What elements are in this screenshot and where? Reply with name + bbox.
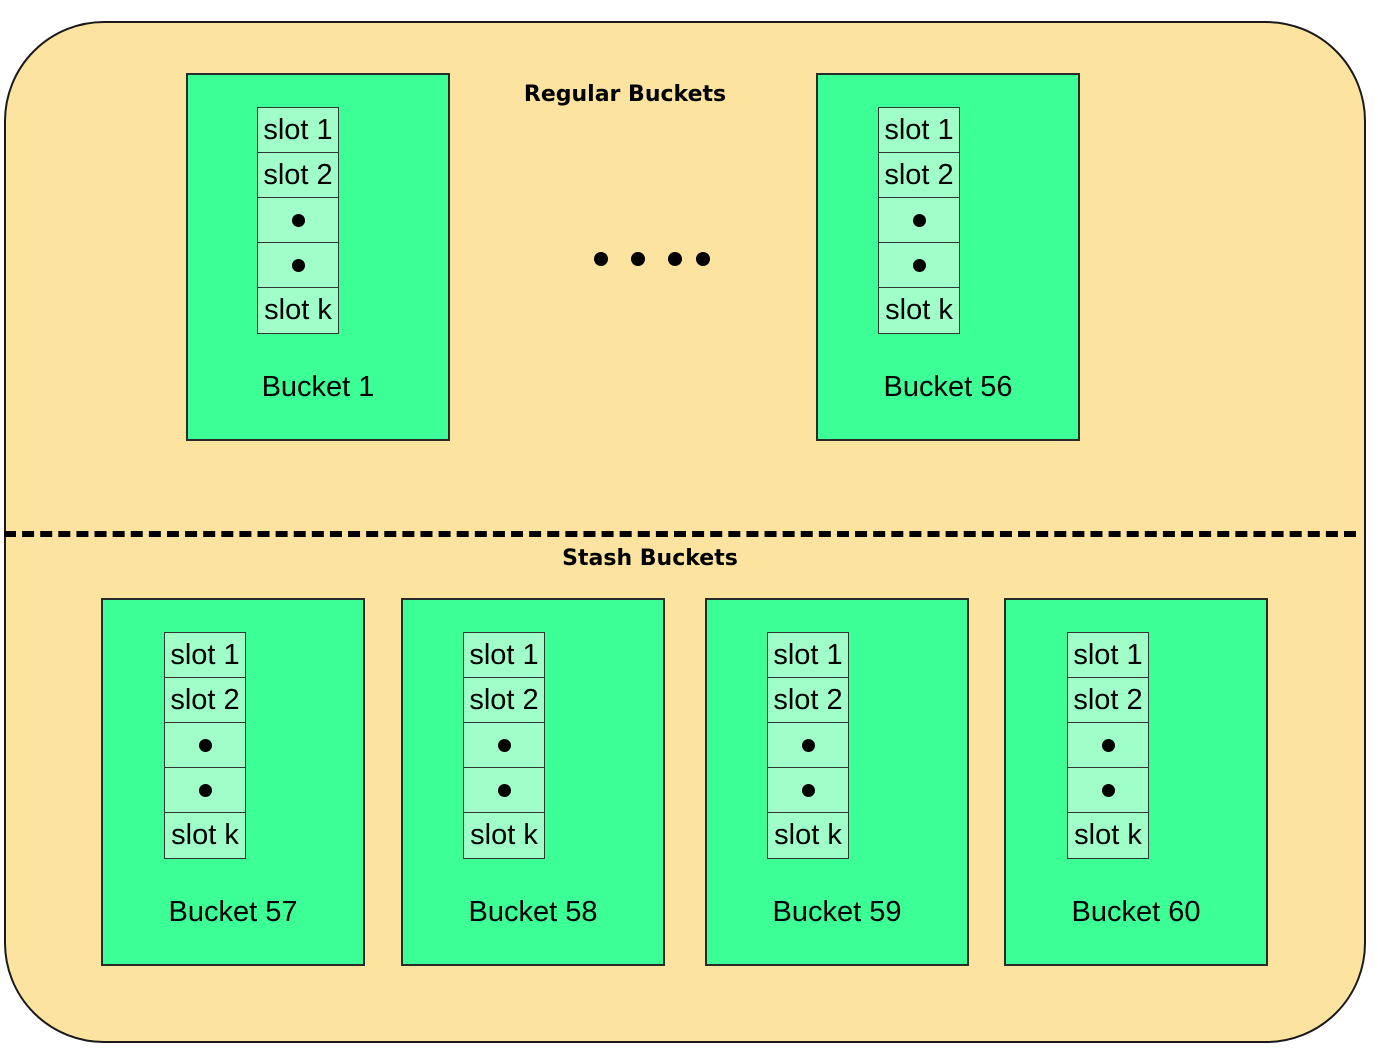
dot-icon <box>291 258 305 272</box>
bucket-58: slot 1 slot 2 slot k Bucket 58 <box>401 598 665 966</box>
dot-icon <box>912 258 926 272</box>
bucket-59: slot 1 slot 2 slot k Bucket 59 <box>705 598 969 966</box>
slot-column: slot 1 slot 2 slot k <box>1067 632 1149 859</box>
slot-2: slot 2 <box>879 153 959 198</box>
ellipsis-dot-icon <box>696 252 710 266</box>
slot-k: slot k <box>1068 813 1148 858</box>
slot-1: slot 1 <box>258 108 338 153</box>
bucket-label: Bucket 59 <box>772 896 902 928</box>
slot-1: slot 1 <box>879 108 959 153</box>
bucket-label: Bucket 1 <box>261 371 375 403</box>
slot-k: slot k <box>768 813 848 858</box>
slot-ellipsis <box>258 243 338 288</box>
section-divider <box>4 531 1356 537</box>
bucket-label: Bucket 58 <box>468 896 598 928</box>
slot-k: slot k <box>258 288 338 333</box>
dot-icon <box>1101 738 1115 752</box>
slot-2: slot 2 <box>464 678 544 723</box>
dot-icon <box>198 783 212 797</box>
slot-1: slot 1 <box>1068 633 1148 678</box>
slot-2: slot 2 <box>1068 678 1148 723</box>
dot-icon <box>198 738 212 752</box>
dot-icon <box>1101 783 1115 797</box>
slot-ellipsis <box>879 198 959 243</box>
slot-column: slot 1 slot 2 slot k <box>463 632 545 859</box>
slot-1: slot 1 <box>464 633 544 678</box>
slot-ellipsis <box>165 768 245 813</box>
dot-icon <box>497 783 511 797</box>
slot-2: slot 2 <box>258 153 338 198</box>
dot-icon <box>801 738 815 752</box>
regular-buckets-title: Regular Buckets <box>523 82 727 107</box>
slot-k: slot k <box>165 813 245 858</box>
slot-column: slot 1 slot 2 slot k <box>878 107 960 334</box>
slot-ellipsis <box>768 723 848 768</box>
bucket-56: slot 1 slot 2 slot k Bucket 56 <box>816 73 1080 441</box>
ellipsis-dot-icon <box>631 252 645 266</box>
slot-1: slot 1 <box>165 633 245 678</box>
slot-ellipsis <box>879 243 959 288</box>
slot-k: slot k <box>879 288 959 333</box>
ellipsis-dot-icon <box>668 252 682 266</box>
stash-buckets-title: Stash Buckets <box>562 546 738 571</box>
slot-k: slot k <box>464 813 544 858</box>
dot-icon <box>801 783 815 797</box>
dot-icon <box>912 213 926 227</box>
slot-ellipsis <box>165 723 245 768</box>
bucket-57: slot 1 slot 2 slot k Bucket 57 <box>101 598 365 966</box>
bucket-60: slot 1 slot 2 slot k Bucket 60 <box>1004 598 1268 966</box>
slot-2: slot 2 <box>165 678 245 723</box>
ellipsis-dot-icon <box>594 252 608 266</box>
slot-ellipsis <box>768 768 848 813</box>
dot-icon <box>497 738 511 752</box>
slot-column: slot 1 slot 2 slot k <box>257 107 339 334</box>
slot-ellipsis <box>258 198 338 243</box>
bucket-label: Bucket 57 <box>168 896 298 928</box>
bucket-label: Bucket 60 <box>1071 896 1201 928</box>
slot-2: slot 2 <box>768 678 848 723</box>
slot-ellipsis <box>464 768 544 813</box>
slot-ellipsis <box>464 723 544 768</box>
bucket-1: slot 1 slot 2 slot k Bucket 1 <box>186 73 450 441</box>
slot-1: slot 1 <box>768 633 848 678</box>
slot-ellipsis <box>1068 768 1148 813</box>
bucket-label: Bucket 56 <box>883 371 1013 403</box>
slot-column: slot 1 slot 2 slot k <box>767 632 849 859</box>
slot-column: slot 1 slot 2 slot k <box>164 632 246 859</box>
dot-icon <box>291 213 305 227</box>
slot-ellipsis <box>1068 723 1148 768</box>
